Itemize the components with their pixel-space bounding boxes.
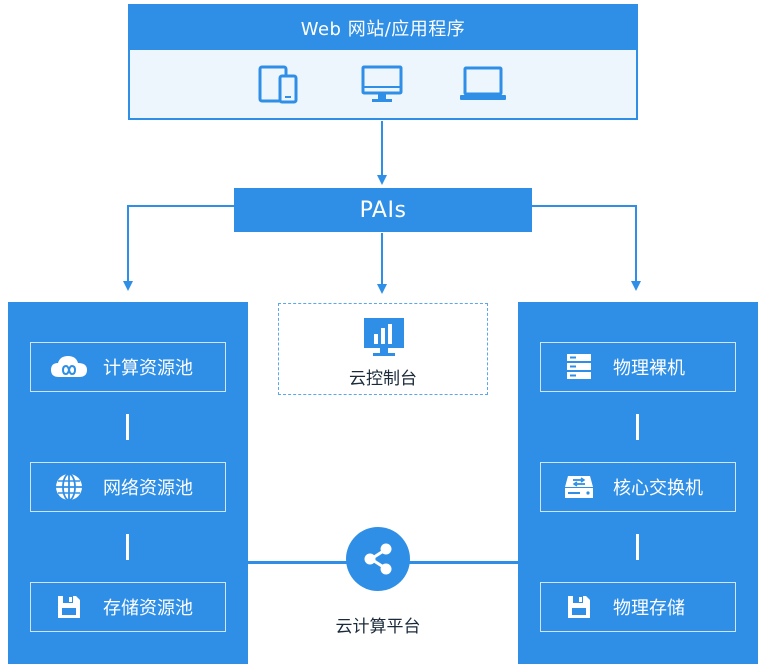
network-pool-node: 网络资源池 <box>30 462 226 512</box>
laptop-icon <box>458 64 508 108</box>
core-switch-node: 核心交换机 <box>540 462 736 512</box>
resource-pool-column: 计算资源池 网络资源池 存储资源池 <box>8 302 248 664</box>
connector <box>636 414 639 440</box>
cloud-console-box: 云控制台 <box>278 303 488 395</box>
floppy-disk-icon <box>49 592 89 622</box>
web-panel-title: Web 网站/应用程序 <box>130 6 636 50</box>
physical-storage-node: 物理存储 <box>540 582 736 632</box>
platform-label: 云计算平台 <box>335 617 421 637</box>
cloud-infinity-icon <box>49 352 89 382</box>
node-label: 网络资源池 <box>103 478 193 499</box>
bare-metal-node: 物理裸机 <box>540 342 736 392</box>
globe-icon <box>49 472 89 502</box>
node-label: 核心交换机 <box>613 478 703 499</box>
floppy-disk-icon <box>559 592 599 622</box>
node-label: 物理裸机 <box>613 358 685 379</box>
console-label: 云控制台 <box>349 369 417 389</box>
switch-icon <box>559 472 599 502</box>
web-app-panel: Web 网站/应用程序 <box>128 4 638 120</box>
arrow-pais-to-left <box>123 205 234 291</box>
server-rack-icon <box>559 352 599 382</box>
node-label: 计算资源池 <box>103 358 193 379</box>
connector <box>636 534 639 560</box>
node-label: 物理存储 <box>613 598 685 619</box>
connector <box>126 534 129 560</box>
dashboard-monitor-icon <box>362 316 406 362</box>
tablet-phone-icon <box>258 64 300 108</box>
share-icon <box>364 543 392 575</box>
storage-pool-node: 存储资源池 <box>30 582 226 632</box>
connector <box>126 414 129 440</box>
cloud-platform-node <box>346 527 410 591</box>
arrow-pais-to-right <box>532 205 641 291</box>
desktop-monitor-icon <box>360 64 404 108</box>
node-label: 存储资源池 <box>103 598 193 619</box>
physical-resource-column: 物理裸机 核心交换机 物理存储 <box>518 302 758 664</box>
compute-pool-node: 计算资源池 <box>30 342 226 392</box>
pais-bar: PAIs <box>234 188 532 232</box>
